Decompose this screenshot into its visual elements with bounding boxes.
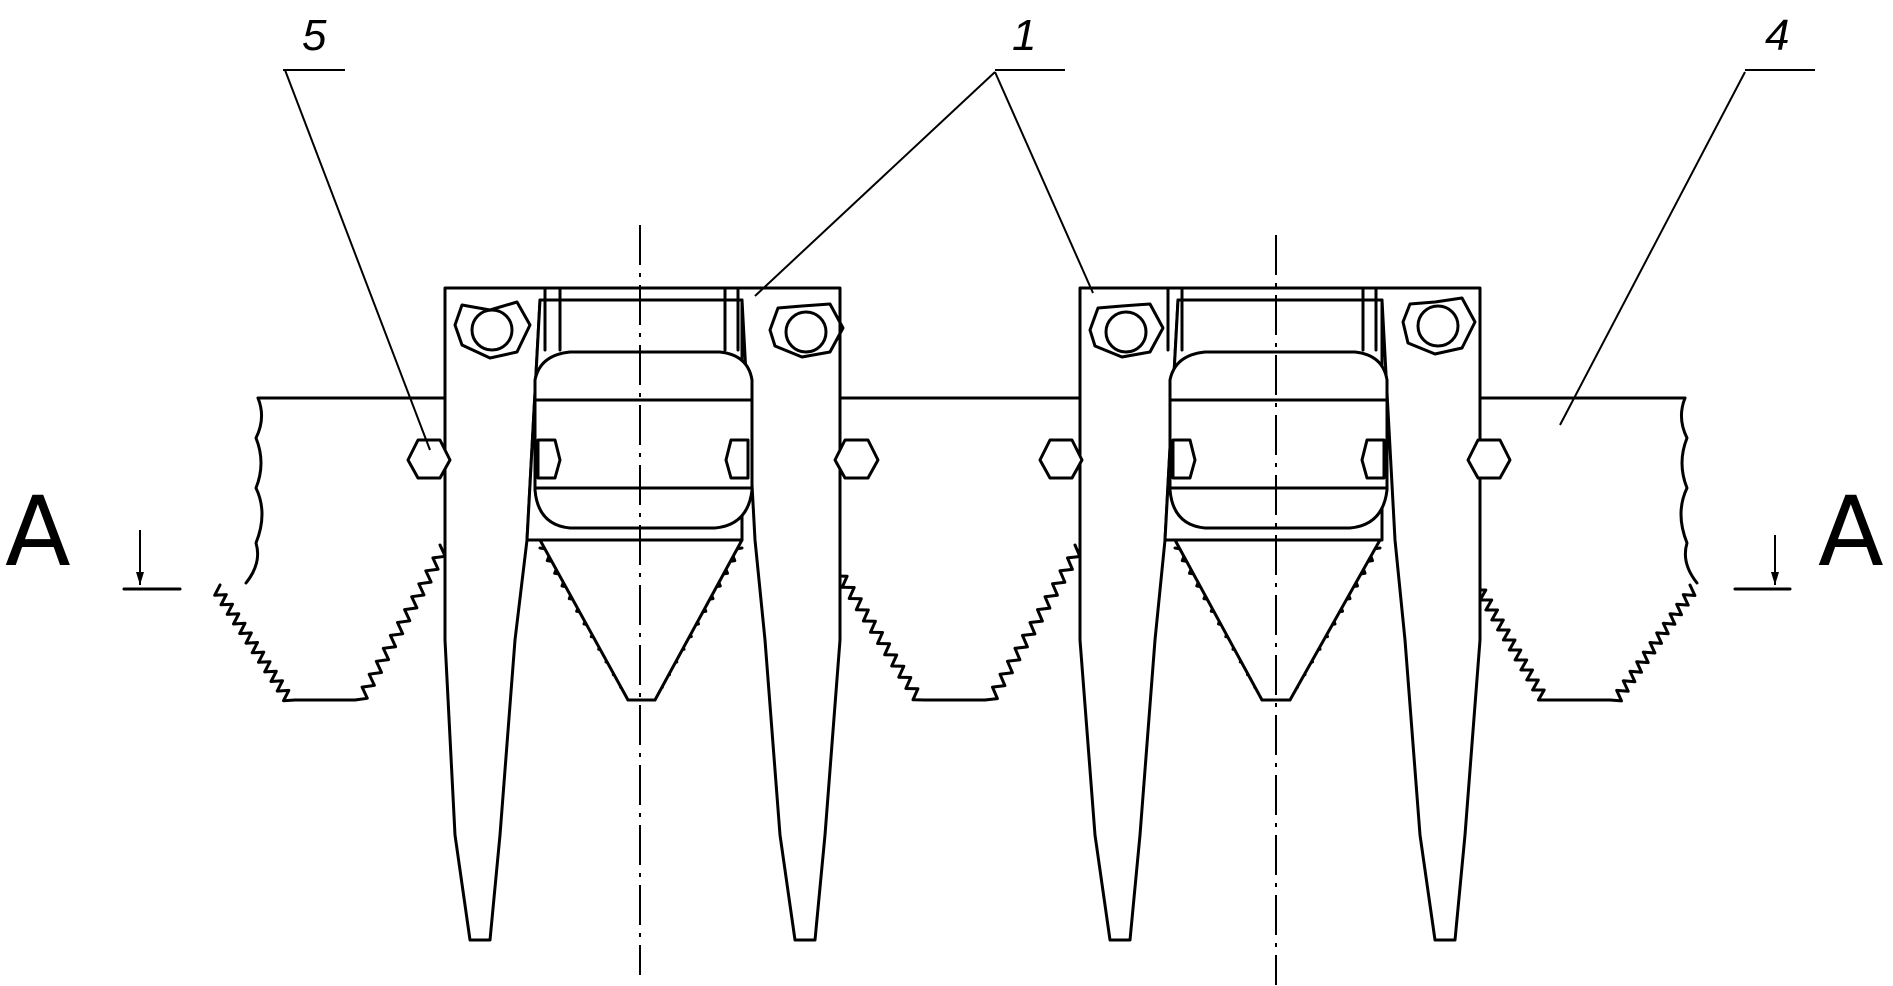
bar-bolt — [1171, 438, 1197, 480]
leader-1 — [754, 69, 1094, 297]
knife-edge — [983, 543, 1082, 702]
knife-edge — [213, 583, 297, 703]
leader-4 — [1559, 69, 1815, 426]
bar-bolt — [536, 438, 562, 480]
section-label-right: A — [1818, 476, 1884, 588]
bar-bolt — [833, 438, 880, 480]
knife-edge — [353, 543, 447, 702]
hex-bolt — [1088, 302, 1165, 359]
callout-5: 5 — [302, 11, 327, 60]
callout-4: 4 — [1765, 11, 1789, 60]
knife-edge — [833, 563, 927, 702]
section-marker-left — [122, 530, 182, 591]
guard-assembly-right — [1078, 286, 1482, 942]
guard-assembly-left — [443, 286, 845, 942]
centerlines — [639, 225, 1277, 985]
section-marker-right — [1733, 535, 1792, 591]
hex-bolt — [453, 300, 532, 360]
knife-edge — [1608, 583, 1697, 703]
bar-bolt — [1466, 438, 1512, 480]
section-label-left: A — [5, 476, 71, 588]
hex-bolt — [768, 302, 845, 359]
bar-bolt — [724, 438, 750, 480]
knife-edge — [1472, 578, 1552, 702]
hex-bolt — [1401, 296, 1477, 356]
bar-bolt — [406, 438, 452, 480]
bar-bolt — [1038, 438, 1084, 480]
callout-1: 1 — [1012, 11, 1036, 60]
leader-5 — [283, 69, 431, 451]
bar-bolt — [1360, 438, 1386, 480]
bar-bolts — [406, 438, 1512, 480]
